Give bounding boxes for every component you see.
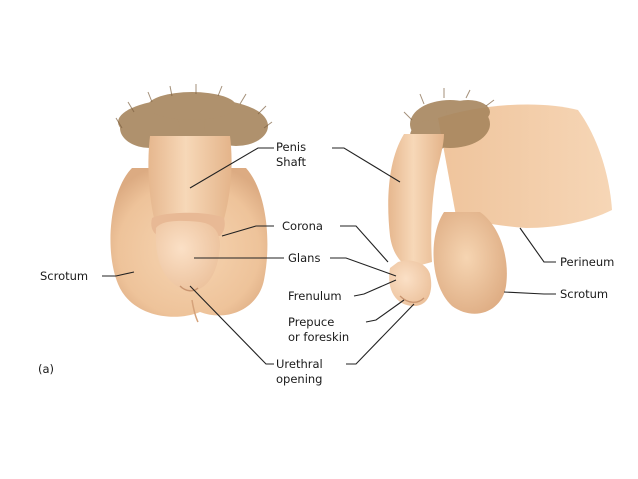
label-urethral-opening: Urethral opening	[276, 357, 323, 387]
leader-corona-front	[221, 225, 274, 237]
front-view	[110, 84, 273, 323]
label-urethral-line1: Urethral	[276, 357, 323, 371]
label-scrotum-left: Scrotum	[40, 269, 89, 283]
label-urethral-line2: opening	[276, 372, 323, 386]
label-prepuce-line2: or foreskin	[288, 330, 350, 344]
glans-front-shape	[155, 220, 220, 291]
leader-frenulum	[353, 279, 397, 297]
leader-corona-side	[340, 225, 389, 263]
label-corona: Corona	[282, 219, 323, 233]
leader-perineum	[519, 227, 556, 263]
label-glans: Glans	[288, 251, 321, 265]
label-penis-line1: Penis	[276, 140, 307, 154]
label-prepuce-line1: Prepuce	[288, 315, 335, 329]
figure-tag: (a)	[38, 362, 55, 376]
label-perineum: Perineum	[560, 255, 615, 269]
leader-penis-shaft-side	[332, 147, 401, 183]
glans-side-shape	[389, 260, 432, 306]
scrotum-side-shape	[433, 212, 507, 314]
leader-lines	[102, 147, 556, 365]
leader-scrotum-left	[102, 271, 135, 277]
leader-prepuce	[365, 299, 405, 323]
leader-penis-shaft-front	[189, 147, 274, 189]
shaft-side-shape	[388, 134, 444, 268]
leader-glans-side	[330, 257, 397, 277]
side-view	[388, 88, 612, 314]
leader-scrotum-right	[503, 291, 556, 295]
label-prepuce: Prepuce or foreskin	[288, 315, 349, 345]
leader-urethral-side	[346, 303, 415, 365]
label-penis-shaft: Penis Shaft	[276, 140, 306, 170]
label-frenulum: Frenulum	[288, 289, 342, 303]
shaft-front-shape	[148, 136, 232, 226]
leader-urethral-front	[189, 285, 274, 365]
label-scrotum-right: Scrotum	[560, 287, 609, 301]
label-shaft-line2: Shaft	[276, 155, 306, 169]
